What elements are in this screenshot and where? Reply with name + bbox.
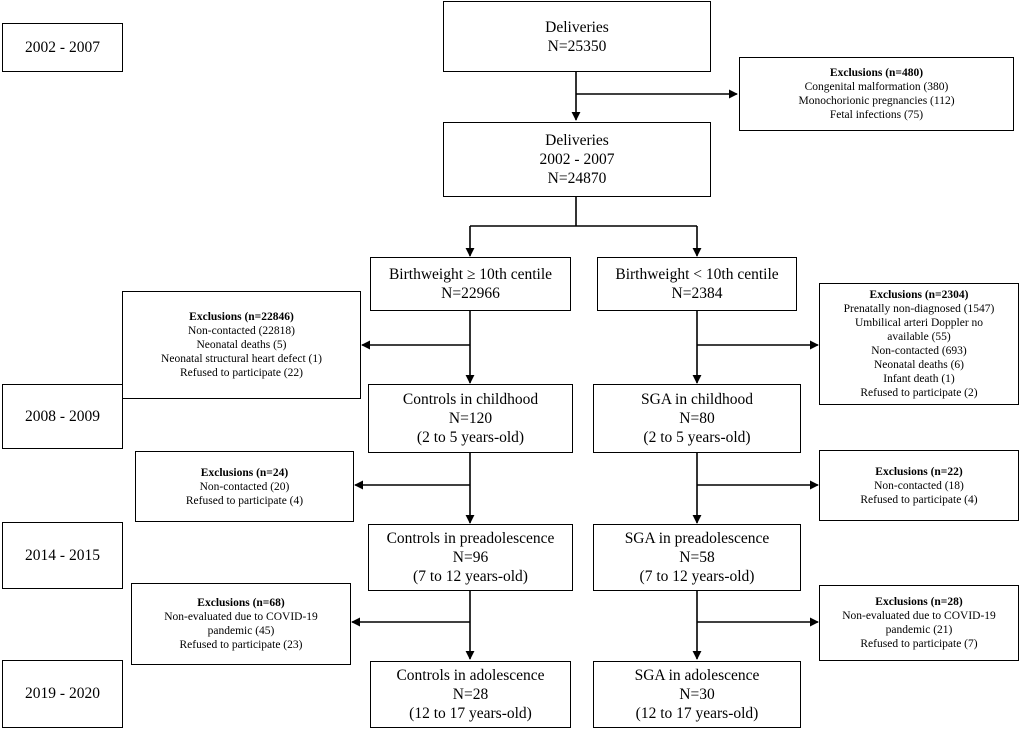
birthweight-low-box: Birthweight < 10th centile N=2384 — [597, 257, 797, 311]
year-label-2014-2015: 2014 - 2015 — [2, 522, 123, 589]
birthweight-high-box: Birthweight ≥ 10th centile N=22966 — [370, 257, 571, 311]
controls-childhood-box: Controls in childhood N=120 (2 to 5 year… — [368, 384, 573, 453]
year-label-2019-2020: 2019 - 2020 — [2, 660, 123, 728]
controls-preadolescence-box: Controls in preadolescence N=96 (7 to 12… — [368, 524, 573, 591]
controls-adolescence-box: Controls in adolescence N=28 (12 to 17 y… — [370, 661, 571, 728]
sga-adolescence-box: SGA in adolescence N=30 (12 to 17 years-… — [593, 661, 801, 728]
deliveries-filtered-box: Deliveries 2002 - 2007 N=24870 — [443, 122, 711, 197]
exclusions-initial-box: Exclusions (n=480) Congenital malformati… — [739, 57, 1014, 131]
deliveries-box: Deliveries N=25350 — [443, 1, 711, 72]
sga-preadolescence-box: SGA in preadolescence N=58 (7 to 12 year… — [593, 524, 801, 591]
exclusions-controls-preadolescence-box: Exclusions (n=24) Non-contacted (20) Ref… — [135, 451, 354, 522]
exclusions-sga-preadolescence-box: Exclusions (n=22) Non-contacted (18) Ref… — [819, 450, 1019, 521]
exclusions-sga-adolescence-box: Exclusions (n=28) Non-evaluated due to C… — [819, 585, 1019, 661]
exclusions-controls-adolescence-box: Exclusions (n=68) Non-evaluated due to C… — [131, 583, 351, 665]
exclusions-sga-childhood-box: Exclusions (n=2304) Prenatally non-diagn… — [819, 283, 1019, 405]
exclusions-controls-childhood-box: Exclusions (n=22846) Non-contacted (2281… — [122, 291, 361, 399]
year-label-2002-2007: 2002 - 2007 — [2, 23, 123, 72]
sga-childhood-box: SGA in childhood N=80 (2 to 5 years-old) — [593, 384, 801, 453]
year-label-2008-2009: 2008 - 2009 — [2, 384, 123, 449]
